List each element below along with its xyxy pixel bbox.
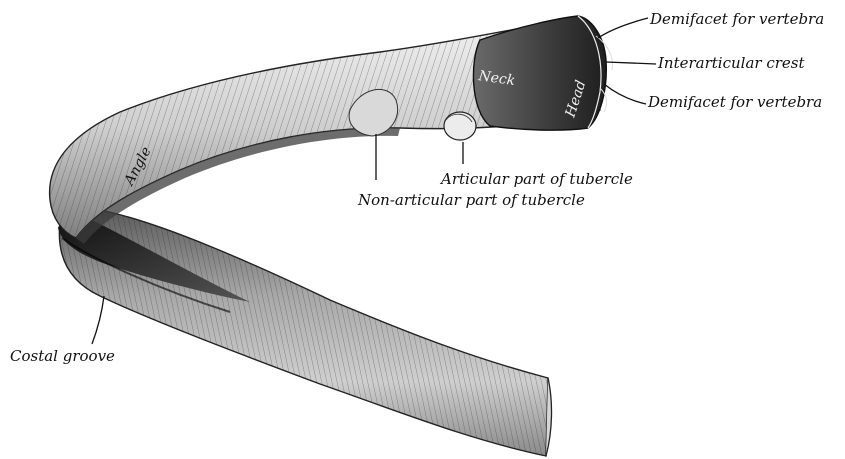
leader-costal-groove [92, 296, 104, 344]
leader-demifacet-upper [598, 18, 648, 38]
label-demifacet-upper: Demifacet for vertebra [649, 10, 824, 28]
label-articular-tubercle: Articular part of tubercle [439, 170, 633, 188]
leader-interarticular-crest [606, 62, 656, 64]
label-costal-groove: Costal groove [10, 347, 115, 365]
label-nonarticular-tubercle: Non-articular part of tubercle [357, 191, 585, 209]
leader-demifacet-lower [604, 84, 646, 104]
label-demifacet-lower: Demifacet for vertebra [647, 93, 822, 111]
label-interarticular-crest: Interarticular crest [657, 54, 805, 72]
